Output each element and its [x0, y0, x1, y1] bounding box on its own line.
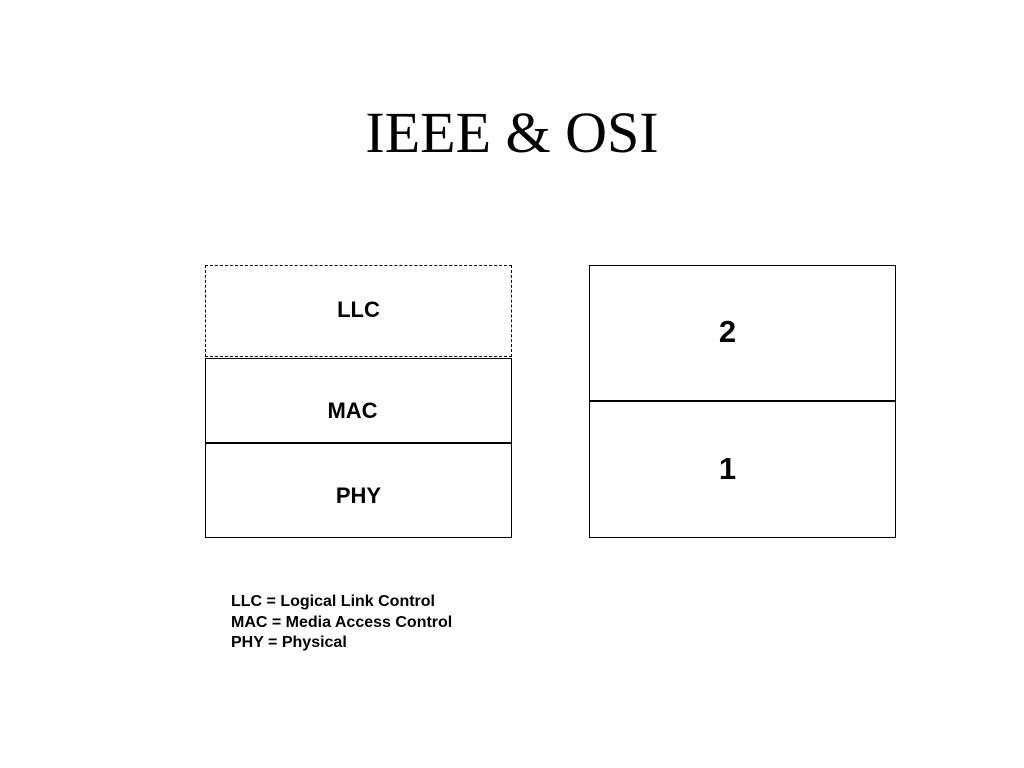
osi-layer-1: 1 — [589, 401, 896, 538]
abbreviation-legend: LLC = Logical Link Control MAC = Media A… — [231, 592, 452, 654]
ieee-layer-phy-label: PHY — [335, 482, 382, 508]
slide-title: IEEE & OSI — [365, 100, 659, 165]
ieee-layer-llc: LLC — [205, 265, 512, 357]
ieee-layer-phy: PHY — [205, 443, 512, 538]
ieee-layer-mac: MAC — [205, 358, 512, 444]
legend-item-mac: MAC = Media Access Control — [231, 613, 453, 631]
legend-item-phy: PHY = Physical — [231, 634, 347, 651]
ieee-layer-mac-label: MAC — [327, 397, 378, 423]
osi-layer-2-label: 2 — [718, 314, 737, 349]
osi-layer-1-label: 1 — [718, 450, 737, 486]
legend-item-llc: LLC = Logical Link Control — [231, 593, 435, 610]
osi-layer-2: 2 — [589, 265, 896, 402]
ieee-layer-llc-label: LLC — [337, 297, 380, 322]
